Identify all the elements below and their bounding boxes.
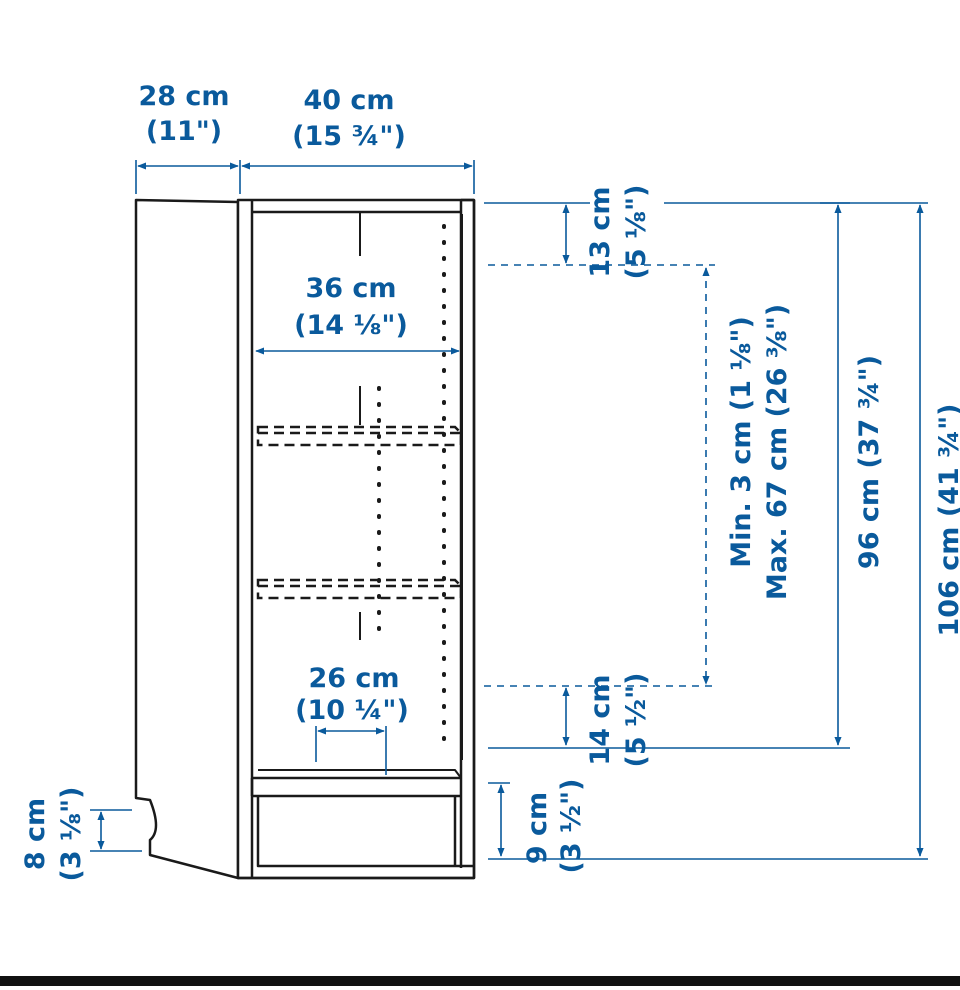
label-inner-width-cm: 36 cm [305,273,396,304]
adjustable-shelf-lower [256,578,463,600]
adjustable-shelf-upper [256,425,463,447]
label-depth-cm: 28 cm [138,81,229,112]
label-shelf-range-max: Max. 67 cm (26 ⅜") [762,304,793,600]
bottom-edge-bar [0,976,960,986]
label-shelf-depth-cm: 26 cm [308,663,399,694]
label-width-cm: 40 cm [303,85,394,116]
bottom-shelf [250,776,461,798]
label-plinth-cm: 9 cm [522,792,553,864]
label-shelf-depth-in: (10 ¼") [295,695,409,726]
label-top-gap-in: (5 ⅛") [621,185,652,280]
label-top-gap-cm: 13 cm [585,186,616,277]
label-inner-height: 96 cm (37 ¾") [854,355,885,569]
label-shelf-range-min: Min. 3 cm (1 ⅛") [726,316,757,568]
dimension-labels: 28 cm (11") 40 cm (15 ¾") 36 cm (14 ⅛") … [20,81,960,881]
shelf-pin-holes [377,224,446,747]
label-inner-width-in: (14 ⅛") [294,310,408,341]
label-bottom-gap-in: (5 ½") [621,673,652,768]
label-leg-cm: 8 cm [20,798,51,870]
label-bottom-gap-cm: 14 cm [585,674,616,765]
dimension-lines [90,160,928,860]
label-depth-in: (11") [146,116,222,147]
label-width-in: (15 ¾") [292,121,406,152]
label-leg-in: (3 ⅛") [56,787,87,882]
bookcase-drawing [134,198,476,880]
label-total-height: 106 cm (41 ¾") [934,404,960,637]
side-panel [134,198,240,880]
label-plinth-in: (3 ½") [556,779,587,874]
adjustable-shelves [256,425,463,600]
plinth [256,796,461,868]
